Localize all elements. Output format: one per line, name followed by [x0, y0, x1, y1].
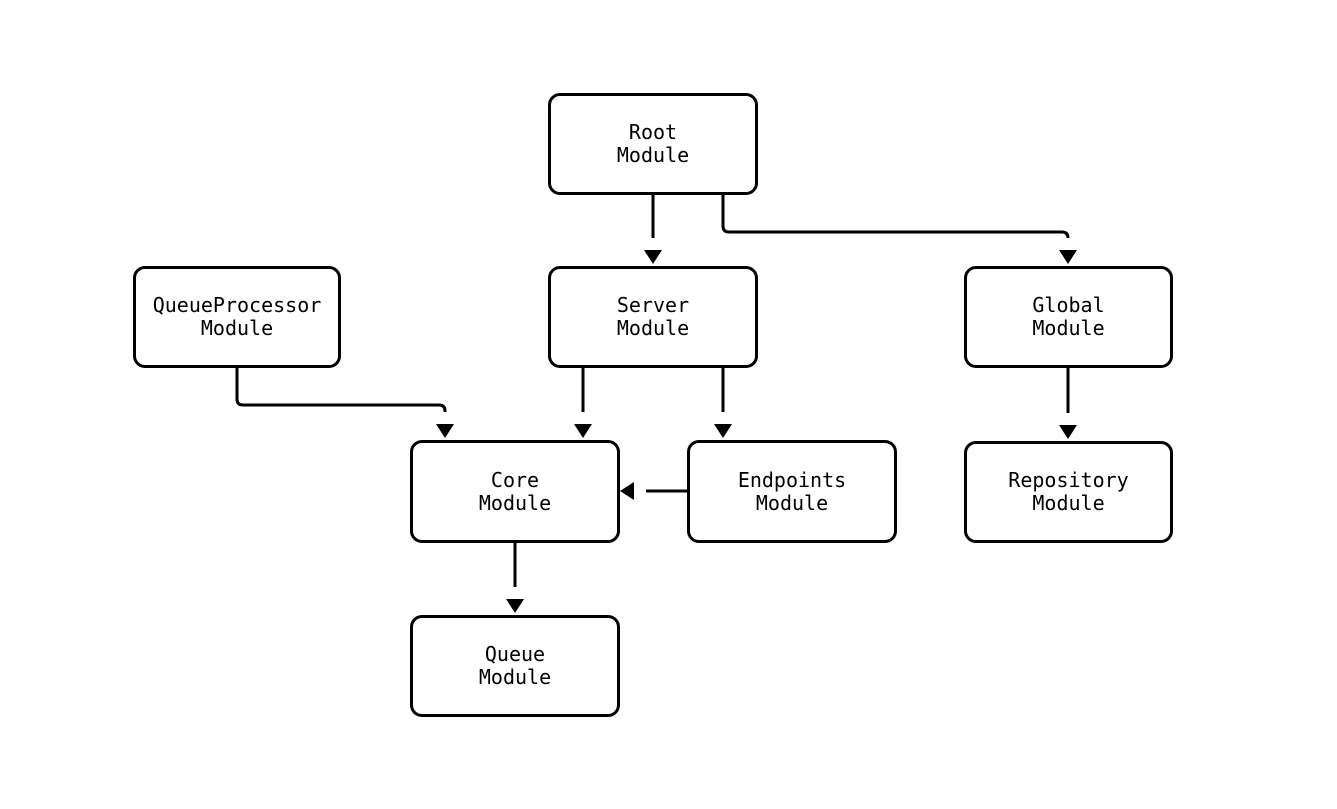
- arrowhead: [1059, 425, 1077, 439]
- arrowhead: [714, 424, 732, 438]
- node-queueprocessor-module-line2: Module: [200, 316, 274, 340]
- node-core-module-line2: Module: [478, 490, 552, 515]
- node-core-module-line1: Core: [490, 467, 540, 492]
- edge-queueprocessor-core: [235, 368, 454, 438]
- arrowhead: [506, 599, 524, 613]
- edge-server-endpoints: [714, 368, 732, 438]
- node-server-module[interactable]: Server Module: [548, 266, 758, 368]
- edge-server-core: [574, 368, 592, 438]
- edge-global-repository: [1059, 368, 1077, 439]
- node-endpoints-module[interactable]: Endpoints Module: [687, 440, 897, 543]
- arrowhead: [574, 424, 592, 438]
- node-endpoints-module-line2: Module: [755, 490, 829, 515]
- node-global-module[interactable]: Global Module: [964, 266, 1173, 368]
- node-root-module-line2: Module: [616, 143, 690, 167]
- node-queueprocessor-module[interactable]: QueueProcessor Module: [133, 266, 341, 368]
- node-repository-module-line2: Module: [1032, 491, 1105, 515]
- arrowhead: [620, 482, 634, 500]
- node-repository-module-line1: Repository: [1008, 468, 1129, 492]
- edge-root-global: [721, 195, 1077, 264]
- node-queue-module[interactable]: Queue Module: [410, 615, 620, 717]
- arrowhead: [1059, 250, 1077, 264]
- node-repository-module[interactable]: Repository Module: [964, 441, 1173, 543]
- edge-endpoints-core: [620, 482, 687, 500]
- node-root-module-line1: Root: [628, 120, 678, 144]
- node-queue-module-line2: Module: [478, 665, 552, 689]
- node-core-module[interactable]: Core Module: [410, 440, 620, 543]
- edge-core-queue: [506, 543, 524, 613]
- arrowhead: [436, 424, 454, 438]
- node-queue-module-line1: Queue: [484, 642, 546, 666]
- node-server-module-line1: Server: [616, 293, 690, 317]
- node-global-module-line1: Global: [1032, 293, 1105, 317]
- node-server-module-line2: Module: [616, 316, 690, 340]
- node-global-module-line2: Module: [1032, 316, 1105, 340]
- node-endpoints-module-line1: Endpoints: [737, 467, 847, 492]
- edge-root-server: [644, 195, 662, 264]
- node-queueprocessor-module-line1: QueueProcessor: [152, 293, 322, 317]
- node-root-module[interactable]: Root Module: [548, 93, 758, 195]
- arrowhead: [644, 250, 662, 264]
